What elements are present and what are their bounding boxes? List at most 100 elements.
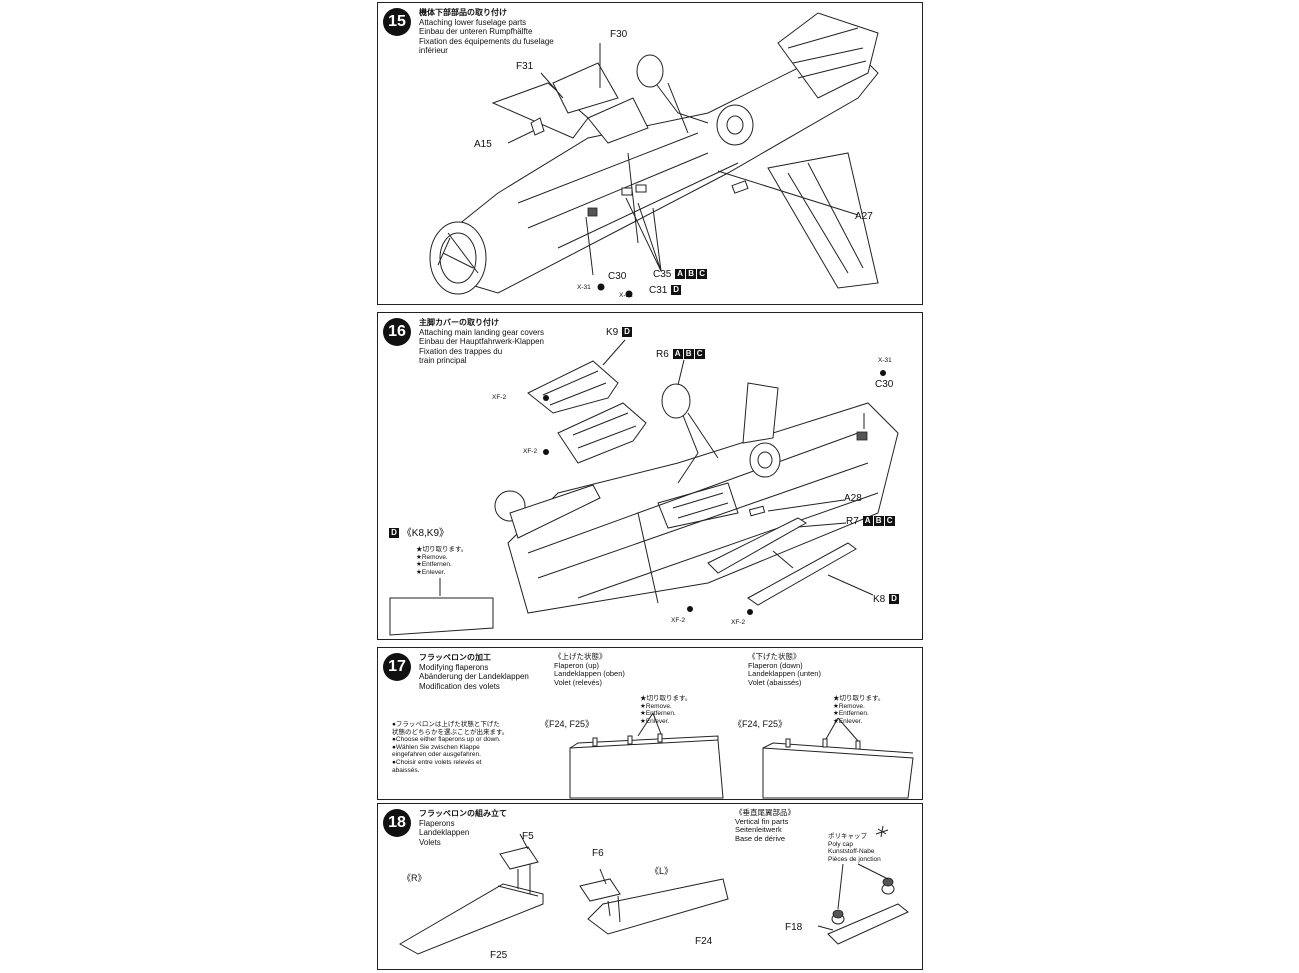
remove-jp: ★切り取ります。 [833, 695, 885, 702]
remove-fr: ★Enlever. [640, 717, 670, 725]
title-de: Landeklappen [419, 828, 470, 837]
c35-text: C35 [653, 269, 672, 280]
callout-parts: 《K8,K9》 [401, 528, 450, 539]
title-fr: Volets [419, 837, 441, 847]
remove-fr: ★Enlever. [833, 717, 863, 725]
right-side-label: 《R》 [402, 873, 427, 883]
vfin-de: Seitenleitwerk [735, 825, 782, 834]
remove-note-up: ★切り取ります。 ★Remove. ★Entfernen. ★Enlever. [640, 695, 691, 725]
polycap-jp: ポリキャップ [828, 833, 867, 840]
vfin-fr: Base de dérive [735, 833, 786, 843]
remove-en: ★Remove. [640, 702, 672, 710]
parts-callout-up: 《F24, F25》 [540, 719, 595, 729]
step-title: フラッペロンの組み立て Flaperons Landeklappen Volet… [419, 809, 507, 847]
step-15-panel: 15 機体下部部品の取り付け Attaching lower fuselage … [377, 2, 923, 305]
polycap-fr: Pièces de jonction [828, 855, 881, 863]
c31-text: C31 [649, 285, 668, 296]
left-side-label: 《L》 [650, 866, 674, 876]
r6-text: R6 [656, 349, 669, 360]
part-label-f25: F25 [490, 950, 508, 961]
title-jp: フラッペロンの組み立て [419, 809, 507, 818]
step-16-illustration [389, 339, 899, 636]
part-label-c30: C30 [875, 379, 894, 390]
variant-badge-c: C [697, 269, 708, 280]
paint-label-xf2: XF-2 [671, 617, 686, 624]
paint-label-xf2: XF-2 [492, 394, 507, 401]
title-fr-cont: inférieur [419, 46, 448, 55]
step-title: 機体下部部品の取り付け Attaching lower fuselage par… [419, 8, 554, 56]
title-de: Einbau der unteren Rumpfhälfte [419, 27, 533, 36]
part-label-a15: A15 [474, 139, 492, 150]
step-number: 18 [383, 809, 411, 837]
k9-text: K9 [606, 327, 619, 338]
part-label-f31: F31 [516, 61, 534, 72]
remove-note: ★切り取ります。 ★Remove. ★Entfernen. ★Enlever. [416, 546, 467, 576]
part-label-k9: K9 D [606, 327, 633, 338]
step-16-panel: 16 主脚カバーの取り付け Attaching main landing gea… [377, 312, 923, 640]
part-label-f6: F6 [592, 848, 604, 859]
flaperon-up-caption: 《上げた状態》 Flaperon (up) Landeklappen (oben… [554, 652, 625, 687]
choose-de-2: eingefahren oder ausgefahren. [392, 751, 481, 759]
polycap-de: Kunststoff-Nabe [828, 848, 875, 855]
variant-badge-d: D [889, 594, 900, 605]
part-label-f24: F24 [695, 936, 713, 947]
variant-badge-d: D [389, 528, 399, 539]
parts-callout-down: 《F24, F25》 [733, 719, 788, 729]
title-en: Modifying flaperons [419, 662, 489, 672]
choose-fr-1: ●Choisir entre volets relevés et [392, 758, 482, 766]
title-jp: 機体下部部品の取り付け [419, 8, 507, 17]
title-fr-cont: train principal [419, 356, 467, 365]
part-label-f18: F18 [785, 922, 803, 933]
vfin-en: Vertical fin parts [735, 816, 789, 826]
up-fr: Volet (relevés) [554, 677, 602, 687]
step-number: 16 [383, 318, 411, 346]
part-label-f30: F30 [610, 29, 628, 40]
vertical-fin-caption: 《垂直尾翼部品》 Vertical fin parts Seitenleitwe… [735, 808, 795, 843]
step-number: 17 [383, 653, 411, 681]
down-en: Flaperon (down) [748, 660, 803, 670]
title-fr: Fixation des équipements du fuselage [419, 36, 554, 46]
title-de: Abänderung der Landeklappen [419, 672, 529, 681]
variant-badge-c: C [694, 349, 705, 360]
step-17-panel: 17 フラッペロンの加工 Modifying flaperons Abänder… [377, 647, 923, 800]
polycap-caption: ポリキャップ Poly cap Kunststoff-Nabe Pièces d… [828, 833, 881, 863]
step-title: フラッペロンの加工 Modifying flaperons Abänderung… [419, 653, 529, 691]
title-fr: Fixation des trappes du [419, 346, 503, 356]
remove-de: ★Entfernen. [833, 710, 869, 717]
paint-label-x31: X-31 [878, 357, 892, 364]
remove-de: ★Entfernen. [640, 710, 676, 717]
part-label-c31: C31 D [649, 285, 682, 296]
title-fr: Modification des volets [419, 681, 500, 691]
paint-label-xf2: XF-2 [731, 619, 746, 626]
flaperon-down-caption: 《下げた状態》 Flaperon (down) Landeklappen (un… [748, 652, 821, 687]
paint-label-x31: X-31 [577, 284, 591, 291]
step-15-illustration [429, 12, 879, 298]
remove-jp: ★切り取ります。 [640, 695, 692, 702]
step-18-illustration [398, 825, 909, 955]
title-jp: フラッペロンの加工 [419, 653, 491, 662]
variant-badge-d: D [671, 285, 682, 296]
remove-jp: ★切り取ります。 [416, 546, 468, 553]
down-fr: Volet (abaissés) [748, 677, 802, 687]
title-en: Flaperons [419, 818, 455, 828]
down-jp: 《下げた状態》 [748, 652, 801, 661]
polycap-en: Poly cap [828, 840, 853, 848]
remove-en: ★Remove. [416, 553, 448, 561]
variant-badge-a: A [675, 269, 686, 280]
part-label-k8: K8 D [873, 594, 900, 605]
remove-de: ★Entfernen. [416, 561, 452, 568]
part-label-a27: A27 [855, 211, 873, 222]
part-label-f5: F5 [522, 831, 534, 842]
variant-badge-b: B [686, 269, 697, 280]
variant-badge-b: B [873, 516, 884, 527]
choose-en: ●Choose either flaperons up or down. [392, 736, 501, 744]
up-jp: 《上げた状態》 [554, 652, 607, 661]
variant-badge-a: A [862, 516, 873, 527]
part-label-c30: C30 [608, 271, 627, 282]
vfin-jp: 《垂直尾翼部品》 [735, 808, 795, 817]
part-label-a28: A28 [844, 493, 862, 504]
title-de: Einbau der Hauptfahrwerk-Klappen [419, 337, 544, 346]
